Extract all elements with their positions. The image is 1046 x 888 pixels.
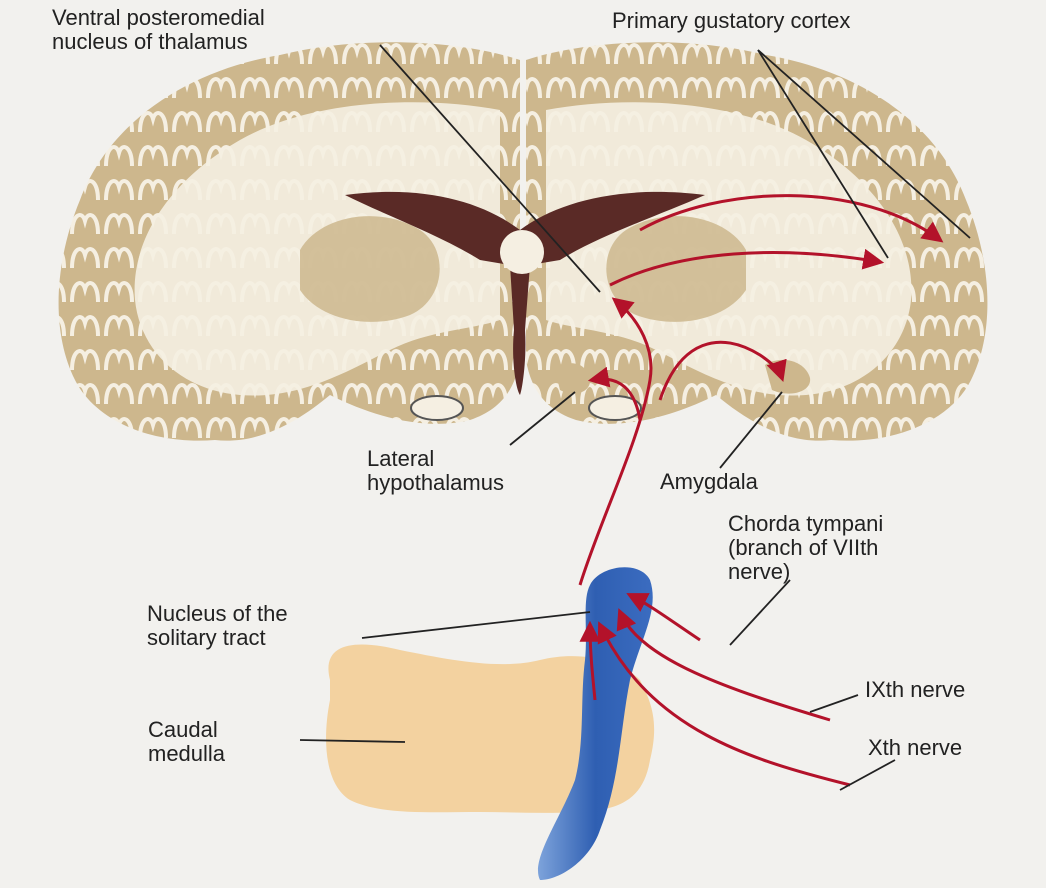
label-chorda-line3: nerve) [728,560,883,584]
label-xth-line1: Xth nerve [868,736,962,760]
label-nts-line2: solitary tract [147,626,288,650]
label-caudal-medulla: Caudal medulla [148,718,225,766]
nts-leader [362,612,590,638]
xth-nerve-leader [840,760,895,790]
label-gustatory-line1: Primary gustatory cortex [612,9,850,33]
label-hypothalamus-line1: Lateral [367,447,504,471]
label-ixth-nerve: IXth nerve [865,678,965,702]
label-chorda-line1: Chorda tympani [728,512,883,536]
label-medulla-line2: medulla [148,742,225,766]
left-deep-nuclei [300,216,440,322]
label-lateral-hypothalamus: Lateral hypothalamus [367,447,504,495]
left-small-ellipse [411,396,463,420]
label-xth-nerve: Xth nerve [868,736,962,760]
ixth-nerve-fibers [620,612,830,720]
label-hypothalamus-line2: hypothalamus [367,471,504,495]
label-medulla-line1: Caudal [148,718,225,742]
label-vpm: Ventral posteromedial nucleus of thalamu… [52,6,265,54]
hypothalamus-leader [510,392,575,445]
label-chorda-tympani: Chorda tympani (branch of VIIth nerve) [728,512,883,584]
label-amygdala: Amygdala [660,470,758,494]
label-chorda-line2: (branch of VIIth [728,536,883,560]
ixth-nerve-leader [810,695,858,712]
thalamus [500,230,544,274]
label-gustatory-cortex: Primary gustatory cortex [612,9,850,33]
label-vpm-line2: nucleus of thalamus [52,30,265,54]
chorda-tympani-leader [730,580,790,645]
brain-coronal-section [59,42,988,440]
brainstem [326,567,654,880]
label-ixth-line1: IXth nerve [865,678,965,702]
label-vpm-line1: Ventral posteromedial [52,6,265,30]
label-nts: Nucleus of the solitary tract [147,602,288,650]
right-deep-nuclei [606,216,746,322]
label-amygdala-line1: Amygdala [660,470,758,494]
label-nts-line1: Nucleus of the [147,602,288,626]
